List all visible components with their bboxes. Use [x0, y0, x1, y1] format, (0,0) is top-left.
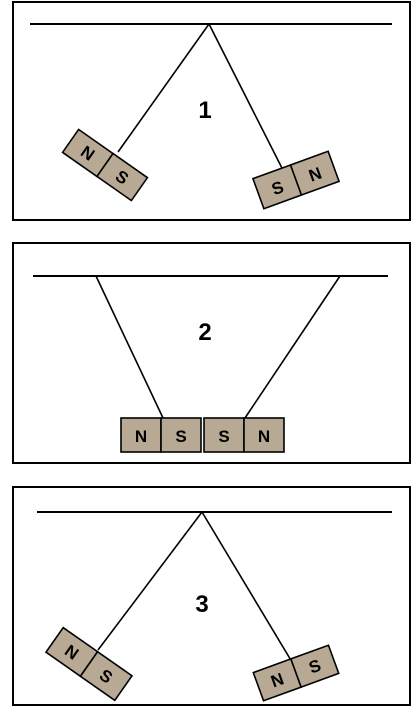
- panel-number: 1: [198, 97, 211, 124]
- panel-frame: [13, 487, 410, 705]
- panel-3: 3 N S N S: [13, 487, 410, 705]
- panel-1: 1 N S S N: [13, 2, 410, 220]
- pole-label: S: [175, 427, 186, 446]
- pole-label: N: [258, 427, 270, 446]
- left-magnet: N S: [121, 418, 201, 452]
- pole-label: S: [218, 427, 229, 446]
- pole-label: N: [135, 427, 147, 446]
- panel-number: 2: [198, 319, 211, 346]
- right-magnet: S N: [204, 418, 284, 452]
- panel-number: 3: [195, 591, 208, 618]
- panel-2: 2 N S S N: [13, 243, 410, 463]
